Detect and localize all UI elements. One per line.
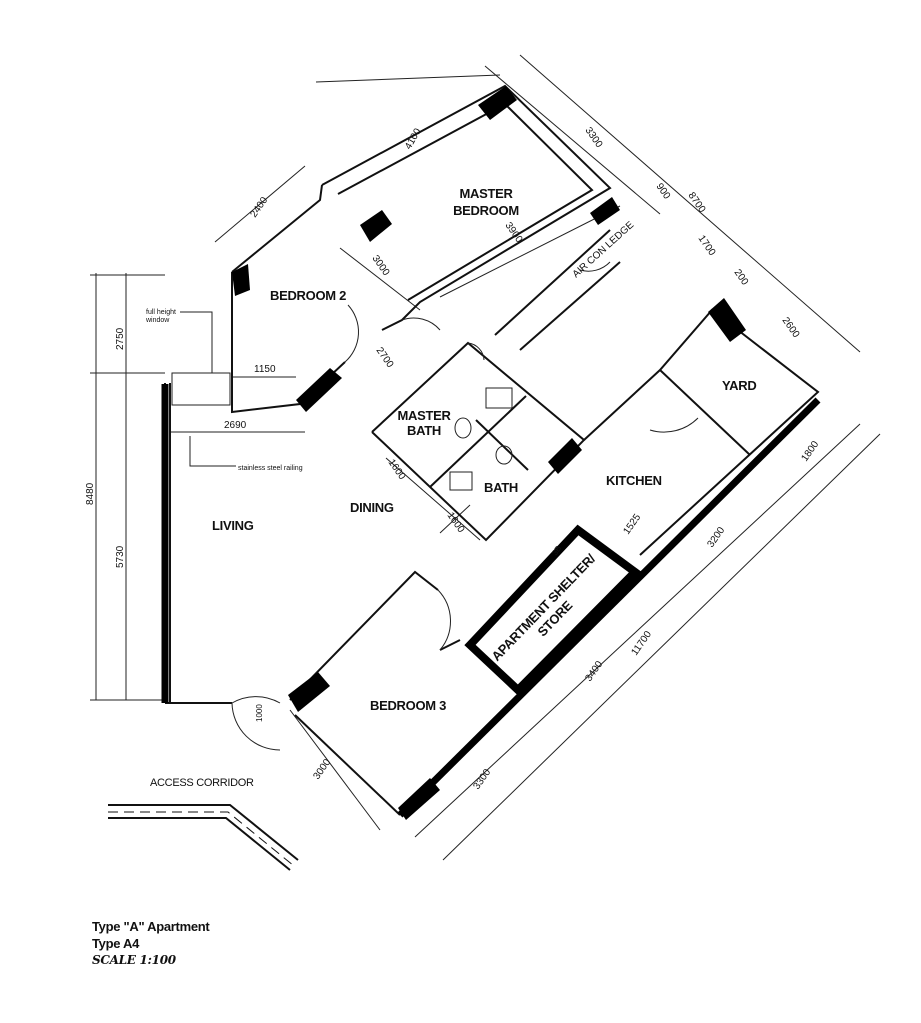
- shelter-walls: [464, 524, 642, 696]
- aircon-label: AIR CON LEDGE: [571, 219, 637, 280]
- dim-2690: 2690: [224, 420, 247, 431]
- dim-2600: 2600: [780, 315, 802, 340]
- window-bay: [171, 372, 231, 406]
- dim-1150: 1150: [254, 364, 276, 375]
- dim-3000-b3: 3000: [311, 757, 333, 782]
- entrance-door: [231, 696, 281, 751]
- yard-door: [579, 261, 611, 272]
- dining-label: DINING: [350, 500, 394, 515]
- fixtures: [449, 387, 513, 491]
- dim-3300-bottom: 3300: [471, 767, 493, 792]
- bedroom3-label: BEDROOM 3: [370, 698, 446, 713]
- toilet-icon: [454, 417, 472, 439]
- dim-1600-a: 1600: [386, 457, 408, 482]
- dimension-labels: 4100 3300 8700 900 1700 200 2600 2400 39…: [85, 125, 821, 791]
- type-a-label: Type "A" Apartment: [92, 919, 210, 934]
- dim-2750: 2750: [115, 327, 126, 350]
- structural-walls: [161, 384, 821, 818]
- bath-label: BATH: [484, 480, 518, 495]
- railing-note: stainless steel railing: [238, 465, 303, 472]
- master-bath-door: [467, 342, 485, 361]
- dim-3200: 3200: [705, 525, 727, 550]
- dim-1600-b: 1600: [445, 510, 467, 535]
- bedroom2-door: [344, 304, 360, 363]
- dim-11700: 11700: [629, 629, 654, 658]
- bedroom2-label: BEDROOM 2: [270, 288, 346, 303]
- yard-label: YARD: [722, 378, 756, 393]
- dimension-lines: [90, 54, 881, 861]
- dim-2700: 2700: [374, 345, 396, 370]
- dim-3000-b2: 3000: [370, 253, 392, 278]
- master-bedroom-door: [401, 317, 441, 331]
- legend: Type "A" Apartment Type A4 SCALE 1:100: [92, 918, 210, 969]
- dim-1800: 1800: [799, 439, 821, 464]
- doors: [171, 261, 699, 751]
- dim-3300-top: 3300: [583, 125, 605, 150]
- kitchen-label: KITCHEN: [606, 473, 662, 488]
- dim-900: 900: [654, 181, 673, 201]
- dim-3400: 3400: [583, 659, 605, 684]
- toilet-icon: [495, 445, 513, 465]
- bedroom3-door: [437, 589, 451, 651]
- dim-8480: 8480: [85, 482, 96, 505]
- basin-icon: [449, 471, 473, 491]
- dim-4100: 4100: [403, 126, 424, 151]
- dim-1700: 1700: [696, 233, 718, 258]
- dim-5730: 5730: [115, 545, 126, 568]
- kitchen-door: [649, 417, 699, 433]
- corridor-label: ACCESS CORRIDOR: [150, 777, 254, 789]
- dim-1525: 1525: [621, 512, 643, 537]
- dim-1000: 1000: [255, 704, 264, 722]
- sink-icon: [485, 387, 513, 409]
- dim-200: 200: [732, 267, 751, 287]
- living-label: LIVING: [212, 518, 254, 533]
- columns: [232, 86, 746, 820]
- type-a4-label: Type A4: [92, 936, 140, 951]
- scale-label: SCALE 1:100: [92, 953, 176, 967]
